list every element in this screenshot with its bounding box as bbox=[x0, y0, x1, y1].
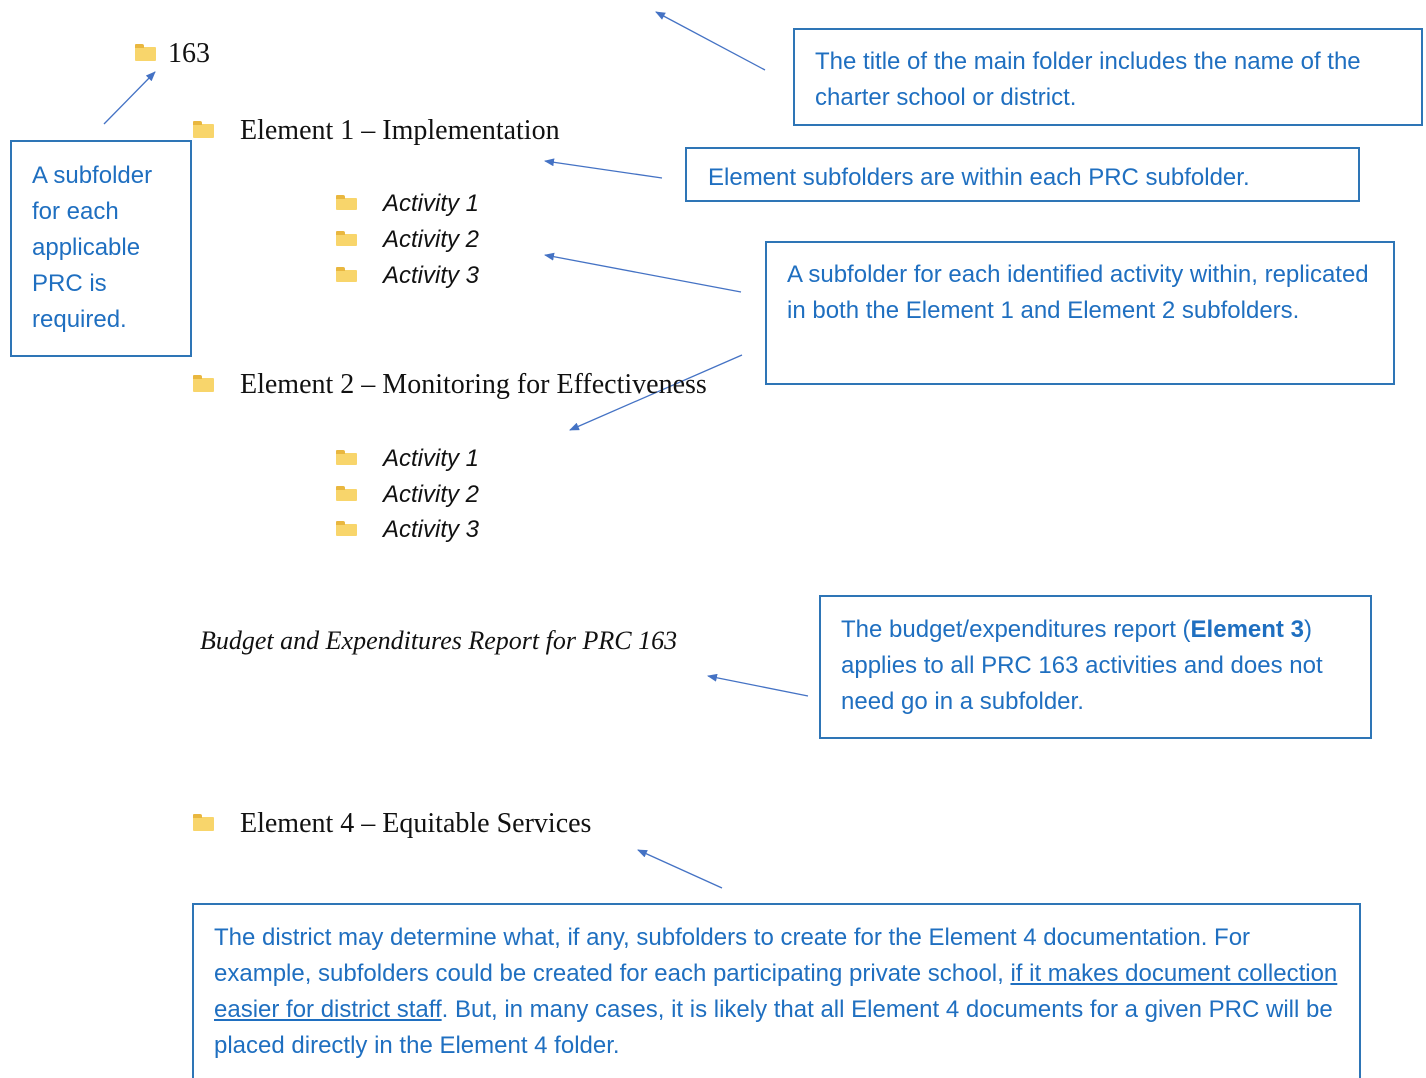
callout-budget: The budget/expenditures report (Element … bbox=[819, 595, 1372, 739]
callout-main-folder: The title of the main folder includes th… bbox=[793, 28, 1423, 126]
callout-element4-after: . But, in many cases, it is likely that … bbox=[214, 996, 1333, 1059]
folder-icon bbox=[135, 44, 156, 61]
callout-prc-subfolder-text: A subfolder for each applicable PRC is r… bbox=[32, 162, 153, 333]
activity-label: Activity 1 bbox=[383, 190, 480, 217]
folder-icon bbox=[193, 375, 214, 392]
folder-icon bbox=[336, 195, 357, 210]
folder-icon bbox=[336, 450, 357, 465]
element2-activity-3: Activity 3 bbox=[336, 516, 479, 544]
element1-activity-1: Activity 1 bbox=[336, 190, 479, 218]
folder-icon bbox=[336, 486, 357, 501]
element4-folder: Element 4 – Equitable Services bbox=[193, 808, 591, 840]
activity-label: Activity 2 bbox=[383, 481, 480, 508]
arrow-budget bbox=[707, 673, 809, 697]
arrow-activity-1 bbox=[544, 252, 742, 293]
folder-icon bbox=[336, 231, 357, 246]
callout-element4-before: The district may determine what, if any,… bbox=[214, 924, 1251, 987]
element2-label: Element 2 – Monitoring for Effectiveness bbox=[240, 369, 707, 400]
activity-label: Activity 2 bbox=[383, 226, 480, 253]
callout-prc-subfolder: A subfolder for each applicable PRC is r… bbox=[10, 140, 192, 357]
element2-activity-2: Activity 2 bbox=[336, 481, 479, 509]
activity-label: Activity 3 bbox=[383, 262, 480, 289]
callout-activity-subfolders-text: A subfolder for each identified activity… bbox=[787, 261, 1369, 324]
callout-activity-subfolders: A subfolder for each identified activity… bbox=[765, 241, 1395, 385]
element1-label: Element 1 – Implementation bbox=[240, 115, 560, 146]
callout-budget-bold: Element 3 bbox=[1190, 616, 1304, 643]
callout-budget-after: ) applies to all PRC 163 activities and … bbox=[841, 616, 1323, 715]
callout-budget-before: The budget/expenditures report ( bbox=[841, 616, 1191, 643]
folder-icon bbox=[336, 521, 357, 536]
arrow-prc-subfolder bbox=[103, 71, 156, 125]
arrow-element-subfolders bbox=[544, 158, 663, 179]
root-folder-label: 163 bbox=[168, 38, 210, 69]
element1-folder: Element 1 – Implementation bbox=[193, 115, 560, 147]
arrow-activity-2 bbox=[569, 354, 743, 431]
element1-activity-2: Activity 2 bbox=[336, 226, 479, 254]
activity-label: Activity 1 bbox=[383, 445, 480, 472]
budget-report-label: Budget and Expenditures Report for PRC 1… bbox=[200, 626, 678, 655]
callout-main-folder-text: The title of the main folder includes th… bbox=[815, 48, 1361, 111]
arrow-main-folder bbox=[655, 11, 766, 71]
root-folder: 163 bbox=[135, 38, 210, 70]
element1-activity-3: Activity 3 bbox=[336, 262, 479, 290]
element2-folder: Element 2 – Monitoring for Effectiveness bbox=[193, 369, 707, 401]
element2-activity-1: Activity 1 bbox=[336, 445, 479, 473]
folder-icon bbox=[336, 267, 357, 282]
folder-icon bbox=[193, 121, 214, 138]
callout-element-subfolders-text: Element subfolders are within each PRC s… bbox=[708, 164, 1250, 191]
activity-label: Activity 3 bbox=[383, 516, 480, 543]
arrow-element4 bbox=[637, 849, 723, 889]
element4-label: Element 4 – Equitable Services bbox=[240, 808, 592, 839]
callout-element4: The district may determine what, if any,… bbox=[192, 903, 1361, 1078]
callout-element4-underlined: if it makes document collection easier f… bbox=[214, 960, 1338, 1023]
folder-icon bbox=[193, 814, 214, 831]
callout-element-subfolders: Element subfolders are within each PRC s… bbox=[685, 147, 1360, 202]
